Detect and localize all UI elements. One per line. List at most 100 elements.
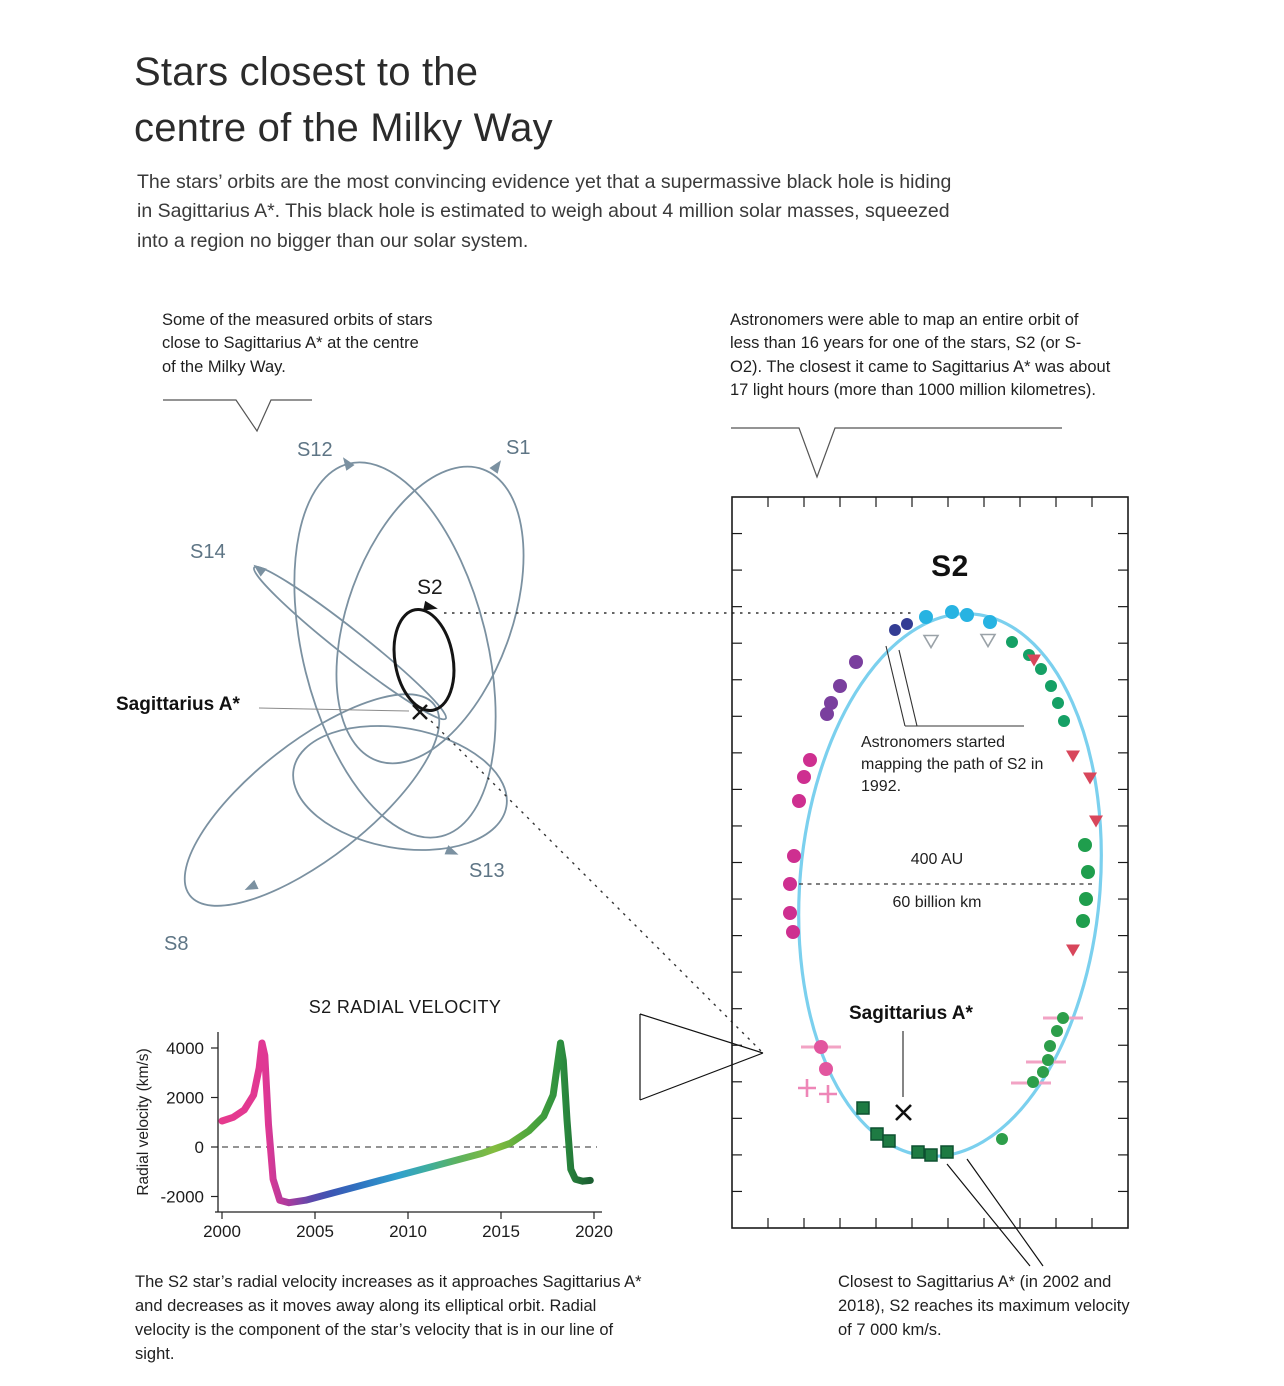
observation-point — [783, 877, 797, 891]
right-panel-caption: Astronomers were able to map an entire o… — [730, 311, 1111, 400]
observation-point — [819, 1062, 833, 1076]
left-caption-callout-line — [163, 399, 312, 433]
orbit-ellipse-s13 — [292, 725, 508, 851]
observation-triangle-open — [922, 634, 940, 650]
observation-point — [1079, 892, 1093, 906]
s2-observation-points — [783, 605, 1103, 1162]
rv-chart-title: S2 RADIAL VELOCITY — [308, 997, 502, 1017]
page-title: Stars closest to the centre of the Milky… — [134, 44, 553, 156]
observation-point — [983, 615, 997, 629]
observation-triangle — [1027, 654, 1041, 667]
observation-square — [882, 1134, 896, 1148]
left-orbit-diagram — [183, 461, 525, 907]
observation-point — [1042, 1054, 1054, 1066]
rv-x-tick-label: 2010 — [389, 1222, 427, 1241]
observation-triangle-open — [979, 633, 997, 649]
observation-point — [945, 605, 959, 619]
rv-y-tick-label: -2000 — [161, 1188, 204, 1207]
observation-square — [870, 1127, 884, 1141]
observation-point — [797, 770, 811, 784]
observation-point — [901, 618, 913, 630]
orbit-label-s2: S2 — [417, 576, 443, 599]
right-caption-callout-line — [731, 427, 1062, 479]
observation-point — [803, 753, 817, 767]
orbit-ellipse-s1 — [335, 465, 525, 765]
orbit-label-s13: S13 — [469, 860, 505, 882]
sgra-x-marker-left — [412, 704, 428, 720]
observation-point — [1044, 1040, 1056, 1052]
rv-y-tick-label: 4000 — [166, 1039, 204, 1058]
s2-orbit-ellipse-small — [392, 608, 456, 712]
rv-y-tick-label: 2000 — [166, 1089, 204, 1108]
observation-point — [792, 794, 806, 808]
observation-point — [1035, 663, 1047, 675]
observation-square — [856, 1101, 870, 1115]
radial-velocity-chart: 2000 2005 2010 2015 2020 4000 2000 0 -2000 — [161, 1032, 613, 1241]
intro-paragraph: The stars’ orbits are the most convincin… — [137, 171, 952, 252]
s2-direction-arrow — [423, 600, 438, 611]
rv-x-tick-label: 2005 — [296, 1222, 334, 1241]
observation-triangle — [1083, 772, 1097, 785]
observation-point — [1037, 1066, 1049, 1078]
observation-point — [787, 849, 801, 863]
observation-triangle — [1066, 944, 1080, 957]
orbit-ellipse-s8 — [183, 693, 441, 907]
orbit-ellipse-s14 — [253, 565, 447, 721]
observation-point — [960, 608, 974, 622]
panel-tick-marks — [732, 497, 1128, 1228]
observation-square — [940, 1145, 954, 1159]
observation-point — [1051, 1025, 1063, 1037]
sgra-x-marker-panel — [895, 1104, 912, 1121]
observation-point — [1027, 1076, 1039, 1088]
observation-point — [786, 925, 800, 939]
sgra-zoom-connector-dashed — [430, 720, 763, 1053]
orbit-label-s8: S8 — [164, 933, 189, 955]
bottom-right-caption: Closest to Sagittarius A* (in 2002 and 2… — [838, 1273, 1130, 1340]
observation-square — [911, 1145, 925, 1159]
rv-curve — [218, 1039, 594, 1207]
observation-point — [824, 696, 838, 710]
observation-point — [1058, 715, 1070, 727]
page-title-line2: centre of the Milky Way — [134, 106, 553, 150]
orbit-label-s14: S14 — [190, 541, 226, 563]
orbit-label-s1: S1 — [506, 437, 531, 459]
observation-point — [1006, 636, 1018, 648]
rv-x-tick-label: 2000 — [203, 1222, 241, 1241]
rv-chart-callout-bracket — [639, 1013, 764, 1101]
observation-triangle — [1089, 815, 1103, 828]
scale-km-label: 60 billion km — [892, 894, 982, 911]
s2-panel-title: S2 — [931, 550, 969, 583]
observation-point — [919, 610, 933, 624]
observation-point — [1081, 865, 1095, 879]
scale-au-label: 400 AU — [910, 851, 964, 868]
observation-point — [814, 1040, 828, 1054]
observation-point — [849, 655, 863, 669]
rv-chart-ylabel: Radial velocity (km/s) — [135, 1048, 152, 1196]
mapping-note-text: Astronomers started mapping the path of … — [861, 734, 1044, 795]
orbit-label-s12: S12 — [297, 439, 333, 461]
sagittarius-a-label-left: Sagittarius A* — [116, 694, 240, 715]
mapping-note-callout-line — [885, 645, 1024, 727]
observation-point — [783, 906, 797, 920]
bottom-left-caption: The S2 star’s radial velocity increases … — [135, 1273, 642, 1364]
sagittarius-a-label-panel: Sagittarius A* — [849, 1003, 973, 1024]
orbit-direction-arrows — [244, 457, 502, 890]
left-diagram-caption: Some of the measured orbits of stars clo… — [162, 311, 433, 376]
sgra-pointer-line-left — [258, 707, 410, 712]
observation-point — [996, 1133, 1008, 1145]
closest-note-callout-line — [946, 1158, 1044, 1267]
observation-point — [889, 624, 901, 636]
observation-point — [1052, 697, 1064, 709]
observation-triangle — [1066, 750, 1080, 763]
observation-point — [820, 707, 834, 721]
page-title-line1: Stars closest to the — [134, 50, 479, 94]
observation-point — [1057, 1012, 1069, 1024]
observation-point — [1076, 914, 1090, 928]
rv-y-tick-label: 0 — [195, 1138, 204, 1157]
observation-point — [1045, 680, 1057, 692]
observation-point — [1078, 838, 1092, 852]
rv-x-tick-label: 2015 — [482, 1222, 520, 1241]
observation-square — [924, 1148, 938, 1162]
rv-x-tick-label: 2020 — [575, 1222, 613, 1241]
